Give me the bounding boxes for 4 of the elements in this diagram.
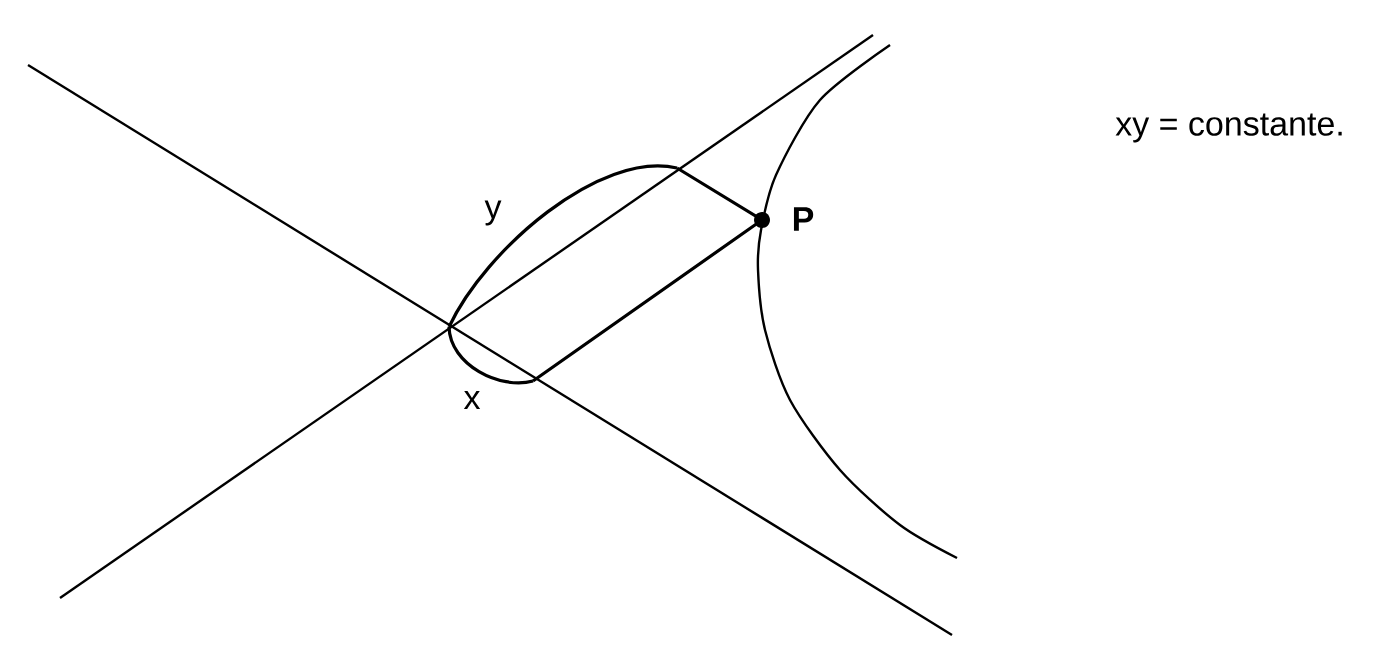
axis-label: x bbox=[463, 391, 481, 409]
axis-label: y bbox=[484, 200, 502, 226]
point-label: P bbox=[793, 207, 814, 231]
equation-label: xy = constante. bbox=[1115, 113, 1342, 143]
